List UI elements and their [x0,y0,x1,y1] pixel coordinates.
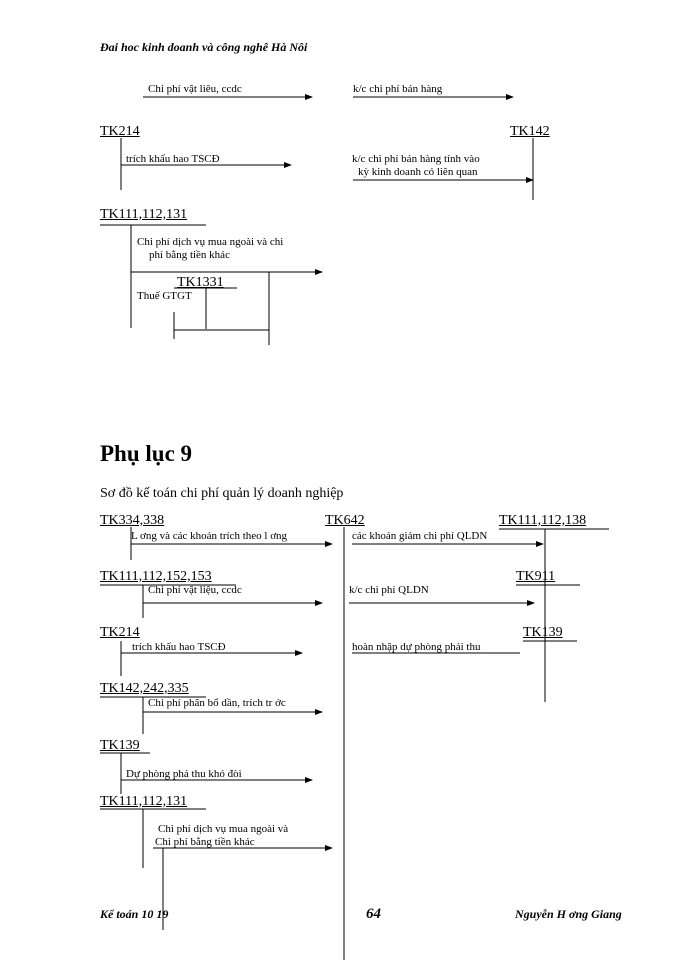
appendix-subtitle: Sơ đồ kế toán chi phí quản lý doanh nghi… [100,486,344,501]
account-tk142: TK142 [510,124,550,139]
account-tk642: TK642 [325,513,365,528]
label-services-bottom-1: Chi phí dịch vụ mua ngoài và [158,823,289,835]
label-reductions: các khoản giảm chi phí QLDN [352,530,488,542]
page-number: 64 [366,906,381,922]
label-services-2: phí bằng tiền khác [149,249,230,261]
account-tk142: TK142,242,335 [100,681,189,696]
footer-right: Nguyễn H ơng Giang [515,907,622,921]
account-tk1331: TK1331 [177,275,224,290]
label-depreciation: trích khấu hao TSCĐ [126,153,220,165]
label-transfer-selling: k/c chi phí bán hàng [353,83,443,95]
account-tk214: TK214 [100,124,140,139]
page-header: Đai hoc kinh doanh và công nghê Hà Nôi [100,40,308,54]
account-tk214-bottom: TK214 [100,625,140,640]
label-services-1: Chi phí dịch vụ mua ngoài và chi [137,236,284,248]
account-tk111-left: TK111,112,152,153 [100,569,212,584]
label-transfer-qldn: k/c chi phí QLDN [349,584,429,596]
label-services-bottom-2: Chi phí bằng tiền khác [155,836,255,848]
account-tk334: TK334,338 [100,513,165,528]
label-wages: L ơng và các khoản trích theo l ơng [131,530,288,542]
account-tk111-bottom: TK111,112,131 [100,794,188,809]
label-transfer-period-2: kỳ kinh doanh có liên quan [358,166,478,178]
account-tk111-top: TK111,112,131 [100,207,188,222]
account-tk139-left: TK139 [100,738,140,753]
account-tk139-right: TK139 [523,625,563,640]
appendix-title: Phụ lục 9 [100,441,193,466]
footer-left: Kế toán 10 19 [100,907,169,921]
label-provision: Dự phòng phả thu khó đòi [126,768,242,780]
label-depreciation-bottom: trích khấu hao TSCĐ [132,641,226,653]
label-reversal: hoàn nhập dự phòng phải thu [352,641,481,653]
label-material-cost: Chi phí vật liêu, ccdc [148,83,242,95]
label-transfer-period-1: k/c chi phí bán hàng tính vào [352,153,480,165]
label-allocated: Chi phí phân bổ dần, trích tr ớc [148,697,286,709]
account-tk111-right: TK111,112,138 [499,513,587,528]
label-material-qldn: Chi phí vật liệu, ccdc [148,584,242,596]
label-vat: Thuế GTGT [137,290,192,302]
